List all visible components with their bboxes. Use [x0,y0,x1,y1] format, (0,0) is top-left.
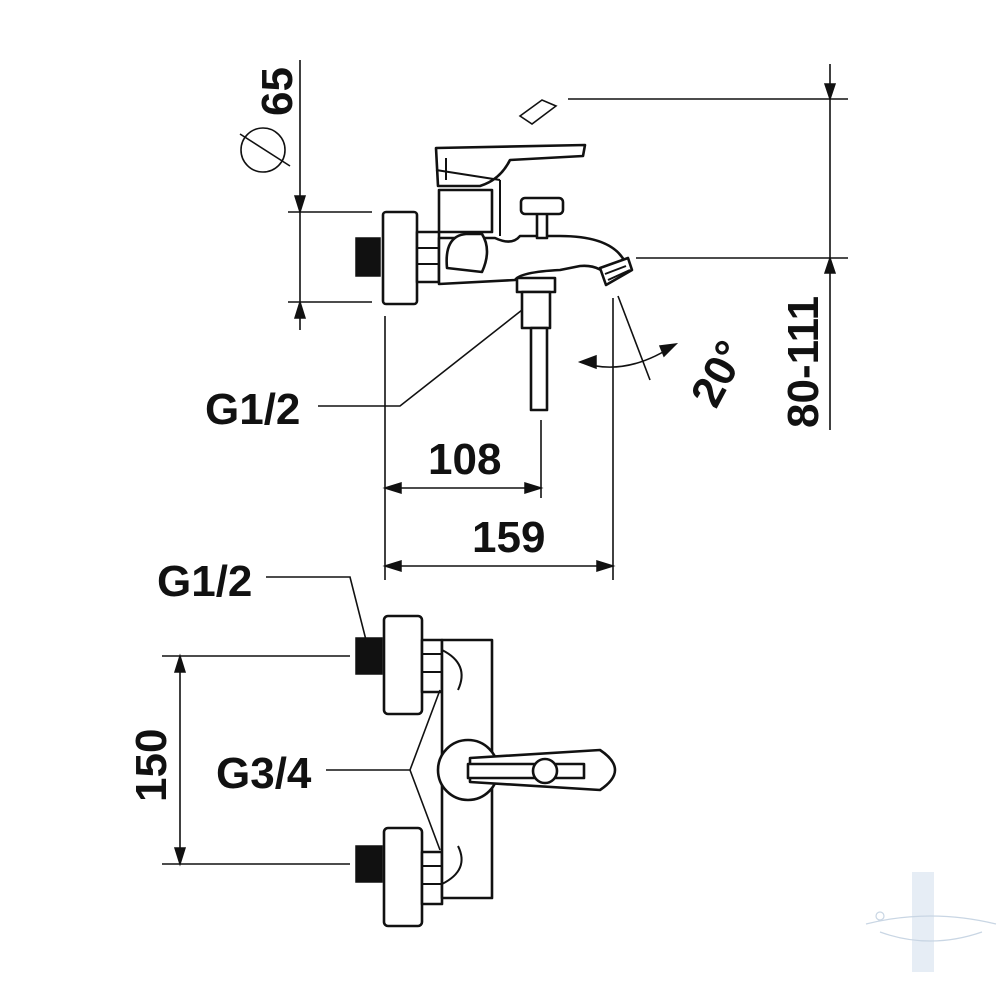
angle-label: 20° [682,333,757,415]
centre-distance-label: 150 [127,729,176,802]
lever-handle [434,143,587,188]
overall-depth-label: 159 [472,513,545,562]
mixer-body [437,180,627,286]
watermark-logo [865,872,997,972]
side-wall-flange [355,210,441,306]
height-label: 80-111 [779,296,828,428]
diverter-knob [519,196,565,240]
spout-length-label: 108 [428,435,501,484]
lever-swing [518,98,848,125]
g34-leader: G3/4 [216,689,441,851]
eccentric-label: G3/4 [216,749,312,798]
front-view: G1/2 [127,557,617,928]
front-lever [436,738,617,802]
front-g12-leader: G1/2 [157,557,368,645]
height-dimension: 80-111 [636,64,848,430]
bottom-connector [355,826,444,928]
hose-connection [515,276,557,412]
side-connection-label: G1/2 [205,385,300,434]
diameter-label: 65 [253,67,302,116]
diameter-dimension: 65 [239,60,372,330]
top-connector [355,614,444,716]
front-connection-label: G1/2 [157,557,252,606]
side-view: 65 [205,60,848,580]
centre-distance-dimension: 150 [127,653,350,867]
depth-dimensions: 108 159 [382,298,616,580]
angle-dimension: 20° [577,295,757,415]
spout-outlet [598,256,634,287]
side-g12-leader: G1/2 [205,309,523,434]
